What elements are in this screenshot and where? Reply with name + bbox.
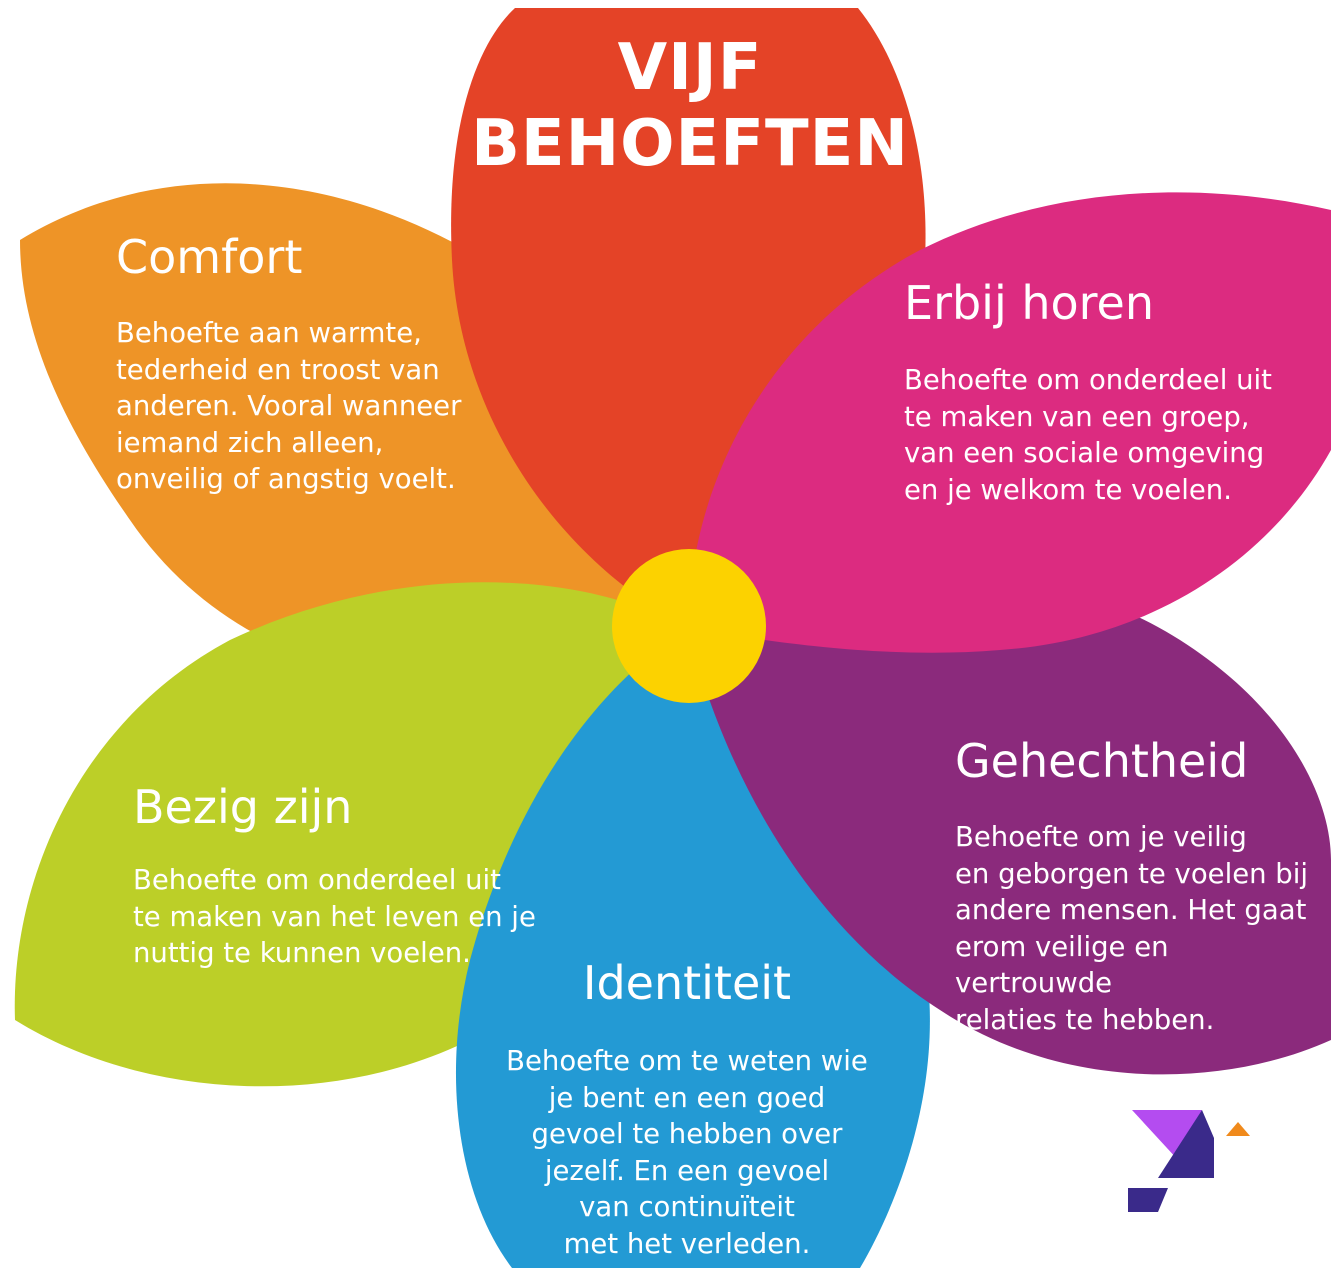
flower-center (612, 549, 766, 703)
bird-logo-icon (1128, 1110, 1250, 1212)
bezig-zijn-heading: Bezig zijn (133, 780, 353, 834)
gehechtheid-heading: Gehechtheid (955, 734, 1249, 788)
page-title: VIJF BEHOEFTEN (471, 31, 909, 181)
comfort-heading: Comfort (116, 230, 303, 284)
comfort-text: Behoefte aan warmte, tederheid en troost… (116, 317, 462, 495)
erbij-horen-heading: Erbij horen (904, 276, 1155, 330)
petal-erbij-horen (688, 192, 1331, 653)
bezig-zijn-text: Behoefte om onderdeel uit te maken van h… (133, 864, 536, 969)
petal-gehechtheid (688, 570, 1331, 1075)
identiteit-text: Behoefte om te weten wie je bent en een … (506, 1045, 868, 1260)
gehechtheid-text: Behoefte om je veilig en geborgen te voe… (955, 821, 1309, 1036)
erbij-horen-text: Behoefte om onderdeel uit te maken van e… (904, 364, 1272, 506)
identiteit-heading: Identiteit (582, 956, 792, 1010)
